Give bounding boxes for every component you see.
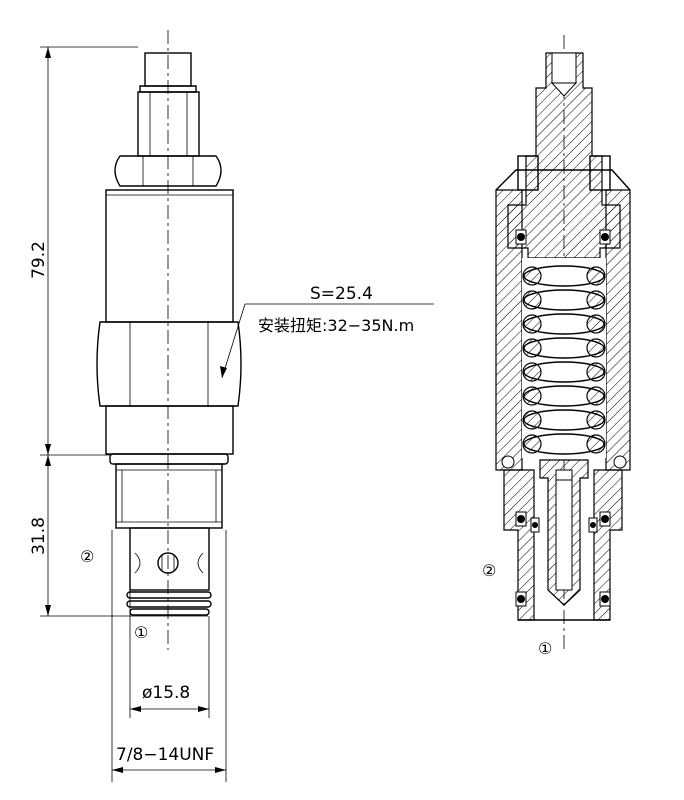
port-2-label-right: ② — [482, 561, 496, 580]
lower-body — [105, 405, 234, 455]
install-torque-label: 安装扭矩:32−35N.m — [258, 316, 414, 335]
adjust-stem — [137, 91, 200, 157]
seal-ring — [109, 453, 229, 465]
thread-label: 7/8−14UNF — [116, 745, 214, 765]
dimension-lines: 79.2 31.8 S=25.4 安装扭矩:32−35N.m ø15.8 7/8… — [29, 46, 434, 782]
upper-body — [105, 189, 234, 323]
thread-section — [115, 463, 223, 529]
port-1-label-right: ① — [538, 639, 552, 658]
cartridge-nose — [129, 527, 210, 591]
side-port — [157, 552, 179, 574]
hex-size-label: S=25.4 — [310, 284, 373, 304]
spring — [522, 258, 606, 458]
diameter-label: ø15.8 — [142, 683, 190, 703]
external-view: ② ① — [80, 30, 242, 650]
port-1-label-left: ① — [134, 623, 148, 642]
hex-body — [96, 321, 242, 407]
dim-overall-height: 79.2 — [29, 241, 49, 279]
section-view: ② ① — [482, 35, 631, 658]
lock-nut — [114, 155, 222, 187]
dim-lower-height: 31.8 — [29, 517, 49, 555]
port-2-label-left: ② — [80, 547, 94, 566]
